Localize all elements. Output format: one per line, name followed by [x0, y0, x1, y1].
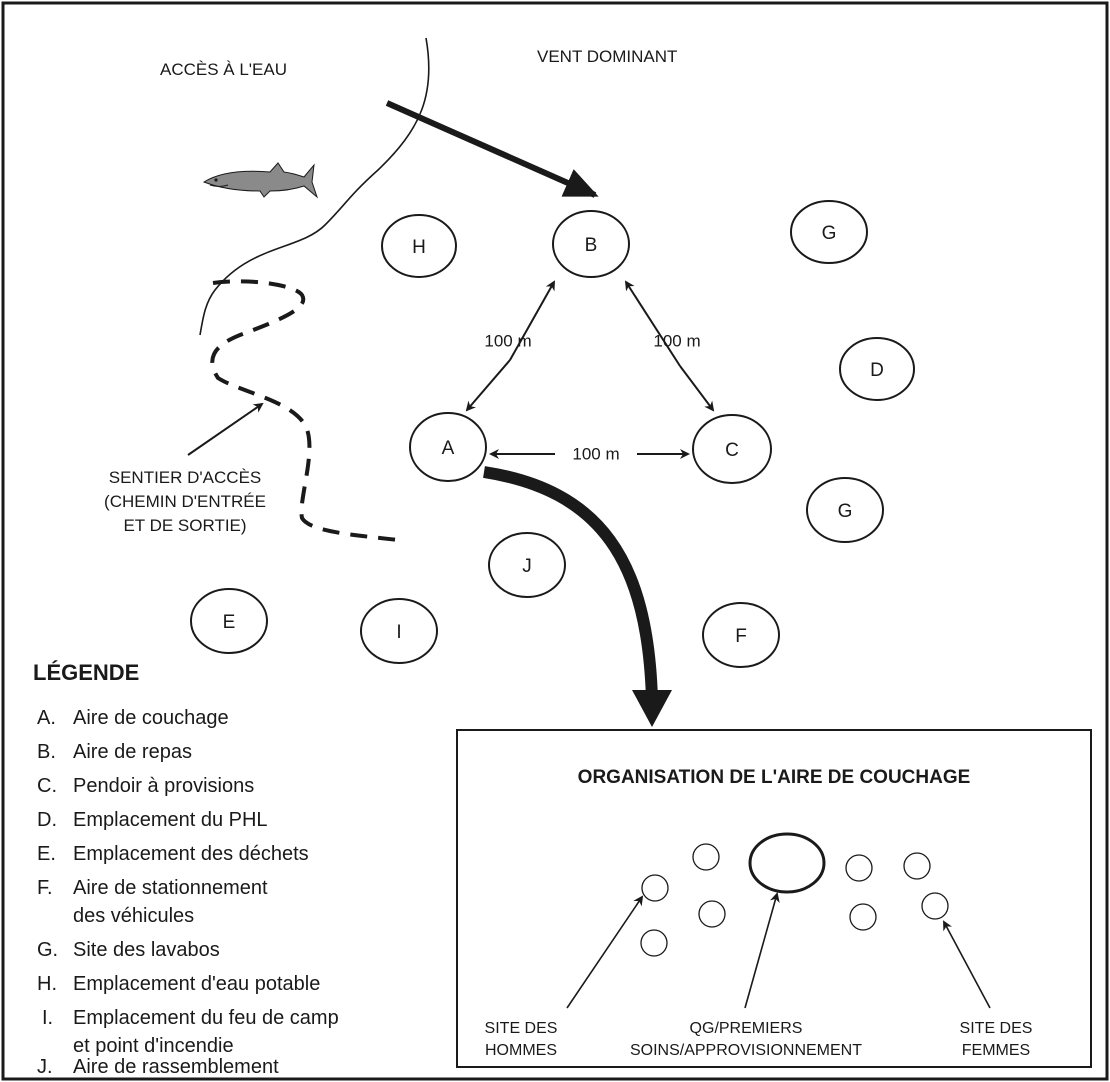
zone-j-label: J	[522, 556, 532, 577]
legend-key-j: J.	[37, 1056, 53, 1078]
tent-circle	[845, 854, 873, 882]
zone-a-label: A	[442, 438, 455, 459]
zone-g-north: G	[790, 200, 868, 264]
men-site-pointer	[566, 895, 644, 1009]
legend-item-e: Emplacement des déchets	[73, 843, 309, 865]
access-trail	[210, 279, 399, 542]
tent-circle	[692, 843, 720, 871]
zone-b: B	[552, 210, 630, 278]
legend-list: A. Aire de couchage B. Aire de repas C. …	[37, 707, 339, 1078]
zone-g-north-label: G	[822, 223, 837, 244]
trail-label-line2: (CHEMIN D'ENTRÉE	[104, 492, 266, 511]
legend-item-c: Pendoir à provisions	[73, 775, 254, 797]
legend-item-d: Emplacement du PHL	[73, 809, 268, 831]
wind-arrow-icon	[385, 100, 599, 198]
hq-label-line1: QG/PREMIERS	[690, 1020, 803, 1037]
dist-arrow-bc-down	[679, 365, 715, 412]
legend-item-f-cont: des véhicules	[73, 905, 194, 927]
prevailing-wind-label: VENT DOMINANT	[537, 47, 677, 66]
inset-callout-arrow	[483, 466, 658, 701]
zone-g-south-label: G	[838, 501, 853, 522]
men-site-label-line1: SITE DES	[485, 1020, 558, 1037]
legend-item-i: Emplacement du feu de camp	[73, 1007, 339, 1029]
legend-item-f: Aire de stationnement	[73, 877, 268, 899]
zone-g-south: G	[806, 477, 884, 543]
legend-item-j: Aire de rassemblement	[73, 1056, 279, 1078]
hq-label-line2: SOINS/APPROVISIONNEMENT	[630, 1042, 862, 1059]
trail-pointer-arrow	[187, 402, 264, 456]
zone-d-label: D	[870, 360, 884, 381]
zone-a: A	[409, 412, 487, 482]
tent-circle	[903, 852, 931, 880]
zone-d: D	[839, 337, 915, 401]
legend-item-h: Emplacement d'eau potable	[73, 973, 320, 995]
zone-e-label: E	[223, 612, 236, 633]
zone-c: C	[692, 414, 772, 484]
dist-arrow-ab-down	[465, 359, 511, 412]
women-site-label-line2: FEMMES	[962, 1042, 1030, 1059]
legend-item-i-cont: et point d'incendie	[73, 1035, 234, 1057]
zone-i: I	[360, 598, 438, 664]
dist-arrow-ab-up	[509, 280, 555, 361]
women-site-label-line1: SITE DES	[960, 1020, 1033, 1037]
zone-i-label: I	[396, 622, 401, 643]
legend-key-b: B.	[37, 741, 56, 763]
tent-circle	[921, 892, 949, 920]
tent-circle	[698, 900, 726, 928]
zone-f: F	[702, 602, 780, 668]
tent-circle	[640, 929, 668, 957]
zone-e: E	[190, 588, 268, 654]
legend-title: LÉGENDE	[33, 660, 139, 685]
tent-circle	[849, 903, 877, 931]
legend-key-i: I.	[42, 1007, 53, 1029]
legend-key-h: H.	[37, 973, 57, 995]
legend-item-a: Aire de couchage	[73, 707, 229, 729]
zone-f-label: F	[735, 626, 747, 647]
trail-label-line3: ET DE SORTIE)	[123, 516, 246, 535]
legend-key-c: C.	[37, 775, 57, 797]
zone-h-label: H	[412, 237, 426, 258]
tent-circle	[641, 874, 669, 902]
distance-a-b: 100 m	[484, 331, 531, 350]
water-access-label: ACCÈS À L'EAU	[160, 60, 287, 79]
inset-title: ORGANISATION DE L'AIRE DE COUCHAGE	[578, 767, 971, 788]
legend-key-e: E.	[37, 843, 56, 865]
hq-tent	[748, 832, 826, 894]
trail-label-line1: SENTIER D'ACCÈS	[109, 468, 262, 487]
legend-key-d: D.	[37, 809, 57, 831]
women-site-pointer	[943, 920, 991, 1009]
distance-a-c: 100 m	[572, 444, 619, 463]
men-site-label-line2: HOMMES	[485, 1042, 557, 1059]
hq-pointer	[744, 892, 780, 1009]
legend-key-a: A.	[37, 707, 56, 729]
zone-b-label: B	[585, 235, 598, 256]
inset-callout-arrowhead	[632, 690, 672, 727]
zone-j: J	[488, 532, 566, 598]
zone-h: H	[381, 214, 457, 278]
legend-key-g: G.	[37, 939, 58, 961]
legend-key-f: F.	[37, 877, 53, 899]
shark-icon	[202, 162, 319, 199]
legend-item-b: Aire de repas	[73, 741, 192, 763]
zone-c-label: C	[725, 440, 739, 461]
distance-b-c: 100 m	[653, 331, 700, 350]
dist-arrow-bc-up	[624, 280, 681, 367]
legend-item-g: Site des lavabos	[73, 939, 220, 961]
